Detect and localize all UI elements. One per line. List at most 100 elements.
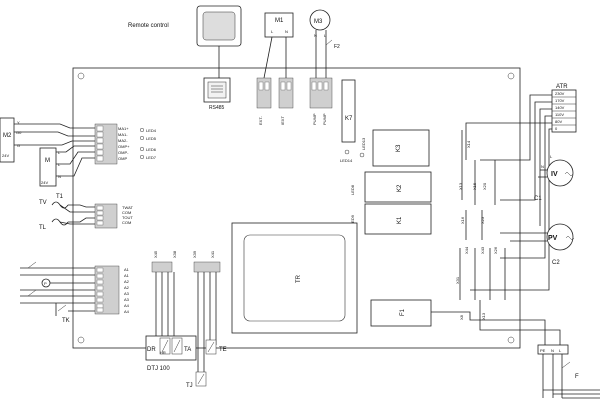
input-switches: P TK: [20, 261, 95, 324]
mounting-hole-br: [507, 336, 515, 344]
m1-motor-box: [264, 12, 294, 38]
relay-terminal-blocks: EXT- IEXT PUMP PUMP: [256, 77, 333, 125]
led14: [344, 149, 350, 155]
led8-label: LED8: [350, 184, 355, 195]
sensor-connectors: X45 X38 X39 X41: [151, 250, 221, 378]
ta-label: TA: [184, 347, 191, 353]
temp-term-3: COM: [122, 220, 131, 225]
pe-label: PE: [540, 348, 546, 353]
temp-term-2: TOUT: [122, 215, 133, 220]
dtj100-module: [145, 335, 197, 361]
led9-label: LED9: [350, 214, 355, 225]
k3-relay: [372, 129, 430, 167]
x-label-4: X16: [460, 216, 465, 224]
damper-term-3: OMP+: [118, 144, 130, 149]
mounting-hole-tr: [507, 72, 515, 80]
atr-tap-3: 110V: [555, 112, 564, 117]
atr-tap-0: 230V: [555, 91, 565, 96]
input-term-5: A3: [124, 297, 130, 302]
t1-label: T1: [56, 194, 64, 200]
rs485-label: RS485: [209, 105, 225, 111]
tv-label: TV: [39, 200, 47, 206]
atr-label: ATR: [556, 84, 568, 90]
relay-term-iext: IEXT: [280, 116, 285, 125]
x-label-7: X43: [480, 246, 485, 254]
x-label-11: X13: [481, 312, 486, 320]
sensor-term-1: X38: [172, 250, 177, 258]
internal-wiring: X14 X13 X20 X15 X16 X23 X44 X43 X26 X8 X…: [431, 130, 561, 345]
led13-label: LED13: [361, 137, 366, 150]
m3-l-label: L: [324, 33, 327, 38]
k1-label: K1: [397, 216, 403, 224]
atr-tap-2: 140V: [555, 105, 565, 110]
k7-relay: [341, 79, 356, 143]
input-term-7: A4: [124, 309, 130, 314]
m2-g-label: G: [17, 143, 20, 148]
led7-label: LED7: [146, 155, 157, 160]
f-label: F: [575, 374, 579, 380]
temp-term-0: TWAT: [122, 205, 133, 210]
x-label-2: X20: [482, 182, 487, 190]
led5-label: LED5: [146, 136, 157, 141]
tk-label: TK: [62, 318, 70, 324]
m-l-label-2: L: [58, 162, 61, 167]
input-term-6: A4: [124, 303, 130, 308]
c1-label: C1: [534, 196, 542, 202]
tl-label: TL: [39, 225, 47, 231]
sensor-term-3: X41: [210, 250, 215, 258]
mains-n-label: N: [551, 348, 554, 353]
input-term-4: A3: [124, 291, 130, 296]
m2-damper-actuator: [0, 117, 15, 163]
k2-relay: [364, 171, 432, 203]
dr-label: DR: [147, 347, 156, 353]
atr-tap-4: 80V: [555, 119, 562, 124]
x-label-6: X44: [464, 246, 469, 254]
m2-y-label: Y: [17, 120, 20, 125]
damper-term-0: MA1+: [118, 126, 129, 131]
iv-label: IV: [551, 171, 558, 178]
mains-l-label: L: [559, 348, 562, 353]
m-24v-label: 24V: [41, 180, 48, 185]
hr-label: HR: [160, 350, 166, 355]
mounting-hole-bl: [77, 336, 85, 344]
m3-label: M3: [314, 19, 323, 25]
p-label: P: [44, 281, 47, 286]
damper-term-4: OMP-: [118, 150, 129, 155]
status-leds: LED4 LED5 LED6 LED7: [139, 127, 157, 160]
k3-label: K3: [396, 144, 402, 152]
k1-relay: [364, 203, 432, 235]
iv-fan-motor: [546, 159, 574, 187]
pv-fan-motor: [546, 223, 574, 251]
damper-term-2: MA2-: [118, 138, 128, 143]
f2-label: F2: [334, 44, 340, 50]
relay-term-pump-2: PUMP: [322, 113, 327, 125]
fuse-f1: [370, 299, 432, 327]
atr-tap-5: 0: [555, 126, 558, 131]
damper-term-1: MA1-: [118, 132, 128, 137]
m3-pump-motor: [309, 9, 331, 31]
m1-label: M1: [275, 18, 284, 24]
f1-label: F1: [400, 308, 406, 316]
m-l-label-1: L: [58, 150, 61, 155]
c2-label: C2: [552, 260, 560, 266]
tr-label: TR: [296, 274, 302, 283]
x-label-10: X31: [455, 276, 460, 284]
remote-control-display: [202, 11, 236, 41]
pv-label: PV: [548, 235, 558, 242]
m2-24v-label: 24V: [2, 153, 9, 158]
temp-term-1: COM: [122, 210, 131, 215]
m1-n-label: N: [285, 29, 288, 34]
dtj100-label: DTJ 100: [147, 366, 170, 372]
tj-label: TJ: [186, 383, 193, 389]
relay-term-ext: EXT-: [258, 115, 263, 125]
x-label-1: X13: [458, 182, 463, 190]
rs485-jack: [207, 81, 227, 99]
m1-l-label: L: [271, 29, 274, 34]
m3-n-label: N: [314, 33, 317, 38]
iv-n-label: N: [541, 164, 544, 169]
mounting-hole-tl: [77, 72, 85, 80]
m-actuator-box: [39, 147, 57, 187]
transformer-tr: [231, 222, 358, 334]
remote-control-label: Remote control: [128, 23, 169, 29]
damper-terminal-block: MA1+ MA1- MA2- OMP+ OMP- OMP: [94, 123, 130, 165]
